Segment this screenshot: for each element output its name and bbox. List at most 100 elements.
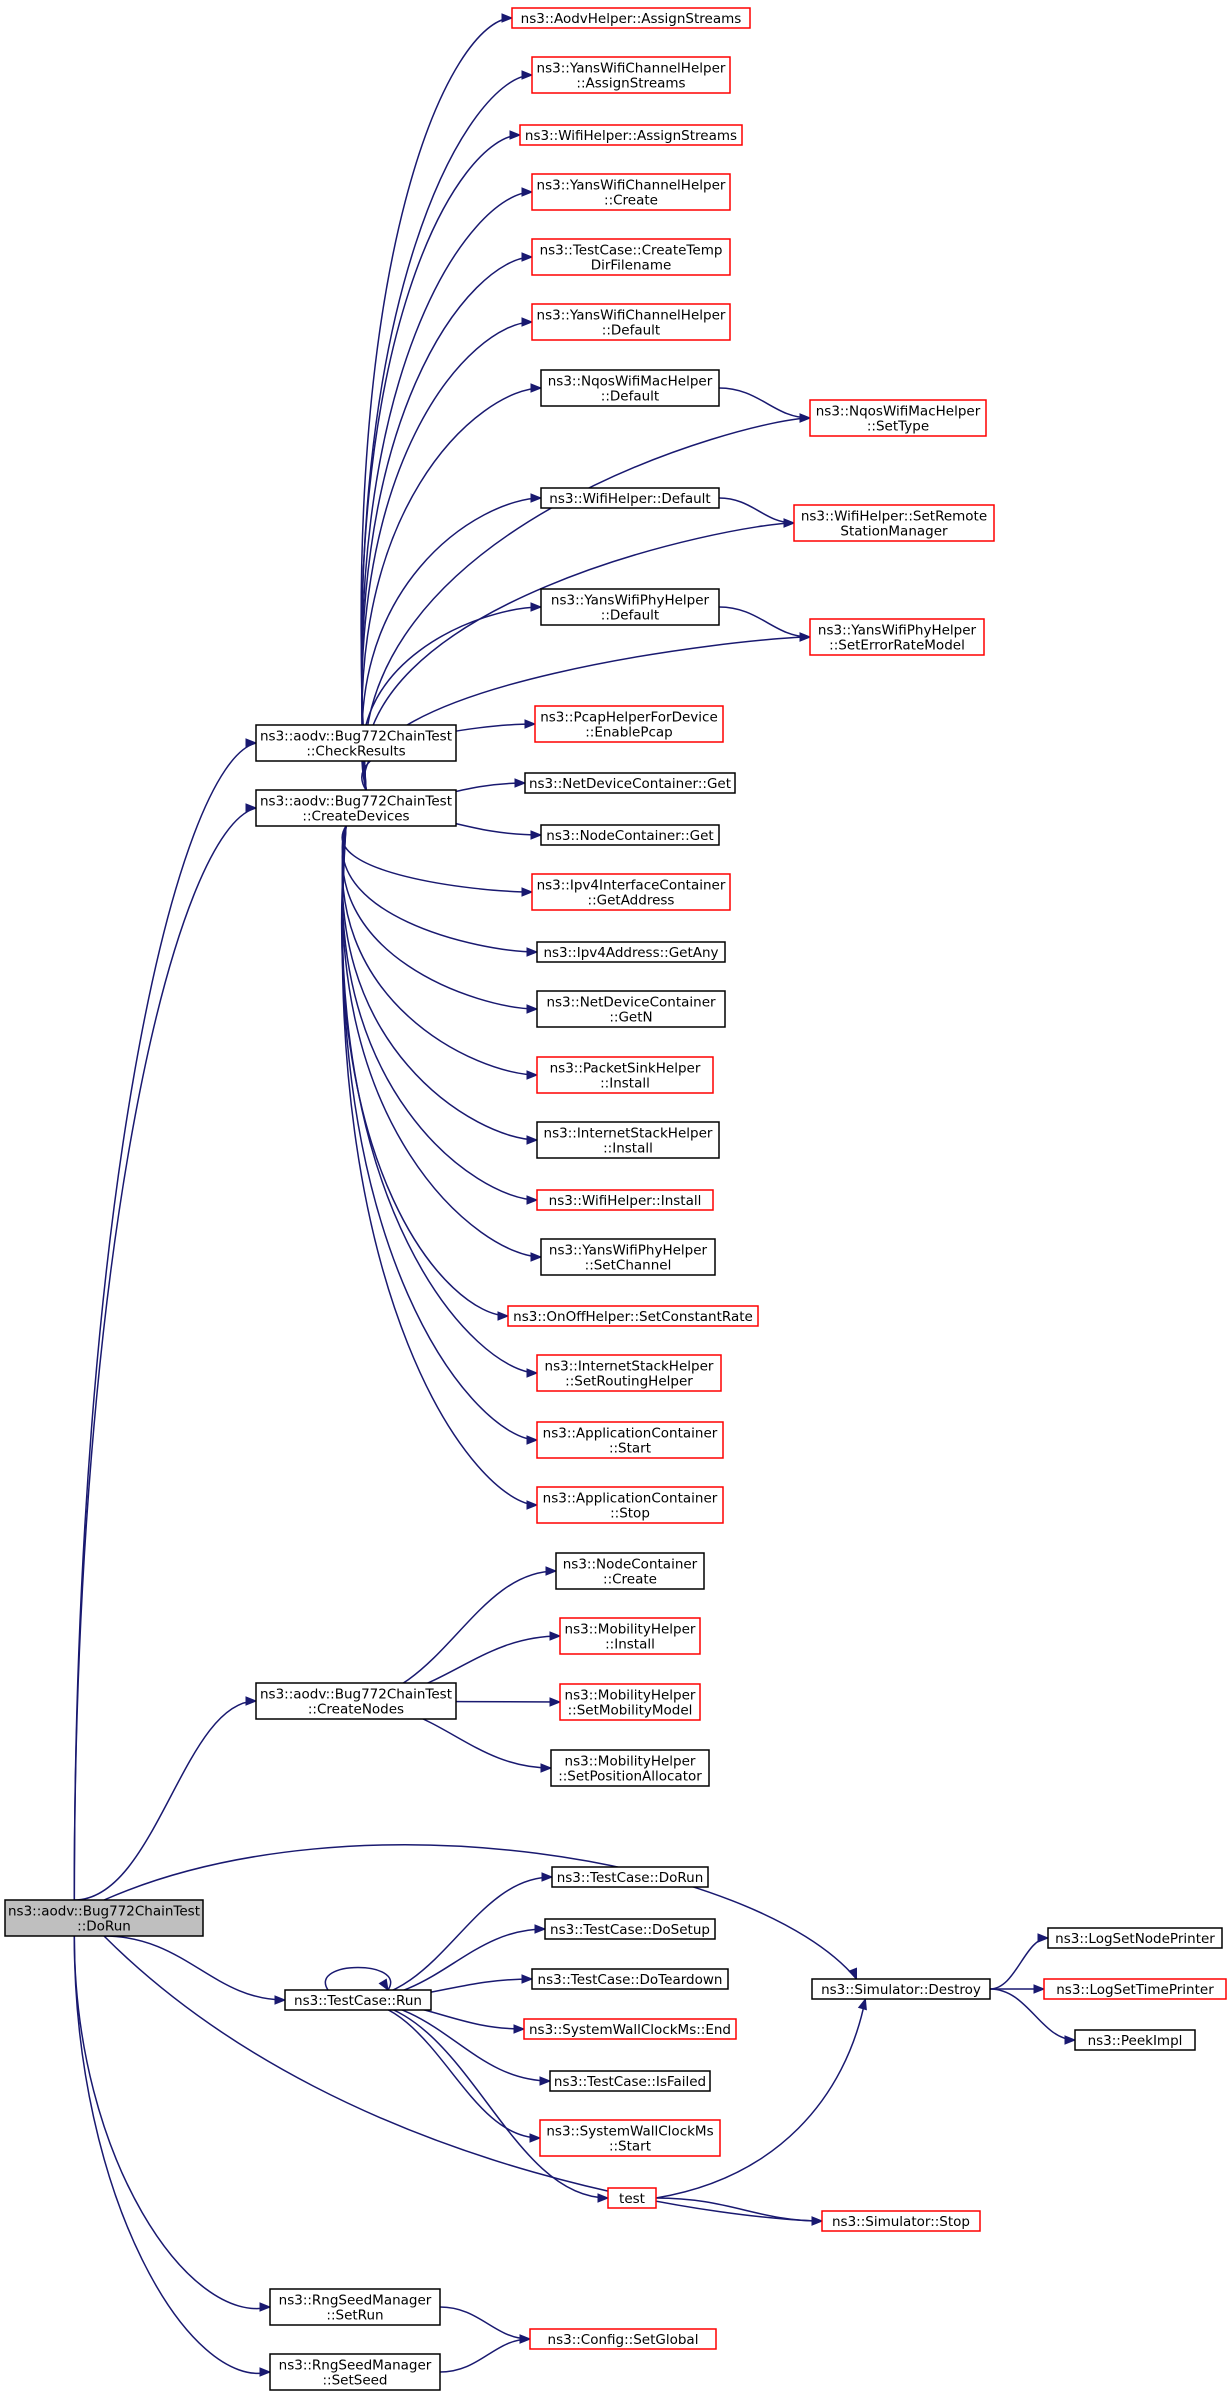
edge-line [103,1844,858,1980]
edge-line [360,134,521,791]
node-wifi-default[interactable]: ns3::WifiHelper::Default [540,487,720,509]
node-testcase-run[interactable]: ns3::TestCase::Run [284,1989,432,2011]
node-label: ns3::TestCase::DoSetup [550,1922,710,1938]
node-pcap-enable[interactable]: ns3::PcapHelperForDevice::EnablePcap [534,705,724,743]
node-onoff-setconstantrate[interactable]: ns3::OnOffHelper::SetConstantRate [507,1305,759,1327]
node-yansphy-setchannel[interactable]: ns3::YansWifiPhyHelper::SetChannel [540,1238,716,1276]
edge-arrowhead [259,2302,272,2312]
node-packetsink-install[interactable]: ns3::PacketSinkHelper::Install [536,1056,714,1094]
node-checkresults[interactable]: ns3::aodv::Bug772ChainTest::CheckResults [255,724,457,762]
node-log-settimeprinter[interactable]: ns3::LogSetTimePrinter [1043,1978,1227,2000]
node-label: ::SetErrorRateModel [829,638,965,654]
node-label: ns3::TestCase::IsFailed [554,2074,706,2090]
node-netdev-get[interactable]: ns3::NetDeviceContainer::Get [524,772,736,794]
edge-arrowhead [526,1135,539,1145]
edge-createdevices-to-yanschan-default [361,317,534,791]
edge-createdevices-to-nqos-default [361,383,543,791]
node-label: ns3::aodv::Bug772ChainTest [260,1687,452,1703]
edge-line [341,825,533,893]
node-label: ::CreateDevices [302,809,409,825]
edge-arrowhead [521,317,534,327]
node-label: StationManager [840,524,948,540]
edge-line [103,1935,286,2001]
node-createnodes[interactable]: ns3::aodv::Bug772ChainTest::CreateNodes [255,1682,457,1720]
node-testcase-isfailed[interactable]: ns3::TestCase::IsFailed [549,2070,711,2092]
edge-arrowhead [524,719,537,729]
node-simulator-destroy[interactable]: ns3::Simulator::Destroy [811,1978,991,2000]
node-swc-start[interactable]: ns3::SystemWallClockMs::Start [539,2119,721,2157]
node-testcase-dosetup[interactable]: ns3::TestCase::DoSetup [544,1918,716,1940]
node-yanschan-default[interactable]: ns3::YansWifiChannelHelper::Default [531,303,731,341]
node-peekimpl[interactable]: ns3::PeekImpl [1074,2029,1196,2051]
node-netdev-getn[interactable]: ns3::NetDeviceContainer::GetN [536,990,726,1028]
node-aodv-assignstreams[interactable]: ns3::AodvHelper::AssignStreams [511,7,751,29]
node-box [555,1552,705,1590]
node-testcase-doteardown[interactable]: ns3::TestCase::DoTeardown [531,1968,729,1990]
node-simulator-stop[interactable]: ns3::Simulator::Stop [821,2210,981,2232]
node-label: ns3::NodeContainer::Get [546,828,713,844]
node-createdevices[interactable]: ns3::aodv::Bug772ChainTest::CreateDevice… [255,789,457,827]
node-internetstack-install[interactable]: ns3::InternetStackHelper::Install [536,1121,720,1159]
node-label: ::Install [603,1141,653,1157]
node-internetstack-setrouting[interactable]: ns3::InternetStackHelper::SetRoutingHelp… [536,1354,722,1392]
node-yansphy-default[interactable]: ns3::YansWifiPhyHelper::Default [540,588,720,626]
node-label: ns3::TestCase::CreateTemp [540,243,723,259]
node-appcont-start[interactable]: ns3::ApplicationContainer::Start [536,1421,724,1459]
node-nodecont-create[interactable]: ns3::NodeContainer::Create [555,1552,705,1590]
node-box [559,1617,701,1655]
node-ipv4if-getaddress[interactable]: ns3::Ipv4InterfaceContainer::GetAddress [531,873,731,911]
node-nqos-default[interactable]: ns3::NqosWifiMacHelper::Default [540,369,720,407]
edge-arrowhead [497,1311,510,1321]
node-label: ns3::LogSetNodePrinter [1055,1931,1215,1947]
node-label: ns3::YansWifiPhyHelper [549,1243,708,1259]
edge-arrowhead [521,1974,534,1984]
node-box [507,1305,759,1327]
node-wifi-install[interactable]: ns3::WifiHelper::Install [536,1189,714,1211]
edge-testcase-run-to-testcase-run [324,1966,392,1992]
node-mobility-setmodel[interactable]: ns3::MobilityHelper::SetMobilityModel [559,1683,701,1721]
node-box [255,1682,457,1720]
node-label: ::EnablePcap [585,725,673,741]
node-ipv4addr-getany[interactable]: ns3::Ipv4Address::GetAny [536,941,726,963]
node-yanschan-assignstreams[interactable]: ns3::YansWifiChannelHelper::AssignStream… [531,56,731,94]
node-box [531,873,731,911]
edge-dorun-root-to-simulator-destroy [103,1844,858,1981]
edge-line [718,497,795,524]
node-box [536,1189,714,1211]
node-label: ns3::Ipv4InterfaceContainer [537,878,726,894]
node-yanschan-create[interactable]: ns3::YansWifiChannelHelper::Create [531,173,731,211]
node-box [531,173,731,211]
node-label: ns3::OnOffHelper::SetConstantRate [513,1309,753,1325]
node-label: ::SetSeed [322,2373,387,2389]
node-label: ns3::Config::SetGlobal [548,2332,699,2348]
node-wifi-assignstreams[interactable]: ns3::WifiHelper::AssignStreams [519,124,743,146]
node-testcase-dorun[interactable]: ns3::TestCase::DoRun [551,1866,709,1888]
node-label: ns3::PacketSinkHelper [550,1061,701,1077]
node-swc-end[interactable]: ns3::SystemWallClockMs::End [523,2018,737,2040]
edge-test-to-simulator-destroy [655,1997,867,2199]
edge-arrowhead [530,830,543,840]
node-label: ::CheckResults [306,744,405,760]
node-label: ::Default [602,323,660,339]
edge-rng-setseed-to-config-setglobal [439,2334,532,2373]
node-config-setglobal[interactable]: ns3::Config::SetGlobal [529,2328,717,2350]
edge-arrowhead [509,130,522,140]
node-yansphy-seterror[interactable]: ns3::YansWifiPhyHelper::SetErrorRateMode… [809,618,985,656]
edge-line [74,1700,257,1901]
node-rng-setrun[interactable]: ns3::RngSeedManager::SetRun [269,2288,441,2326]
edge-line [363,522,795,791]
node-mobility-install[interactable]: ns3::MobilityHelper::Install [559,1617,701,1655]
node-nodecont-get[interactable]: ns3::NodeContainer::Get [540,824,720,846]
node-mobility-setpos[interactable]: ns3::MobilityHelper::SetPositionAllocato… [550,1749,710,1787]
edge-line [361,497,542,791]
node-dorun-root[interactable]: ns3::aodv::Bug772ChainTest::DoRun [4,1899,204,1937]
node-test[interactable]: test [607,2187,657,2209]
node-appcont-stop[interactable]: ns3::ApplicationContainer::Stop [536,1486,724,1524]
node-nqos-settype[interactable]: ns3::NqosWifiMacHelper::SetType [809,399,987,437]
node-box [536,1121,720,1159]
node-rng-setseed[interactable]: ns3::RngSeedManager::SetSeed [269,2353,441,2391]
node-log-setnodeprinter[interactable]: ns3::LogSetNodePrinter [1047,1927,1223,1949]
edge-arrowhead [526,1368,539,1378]
